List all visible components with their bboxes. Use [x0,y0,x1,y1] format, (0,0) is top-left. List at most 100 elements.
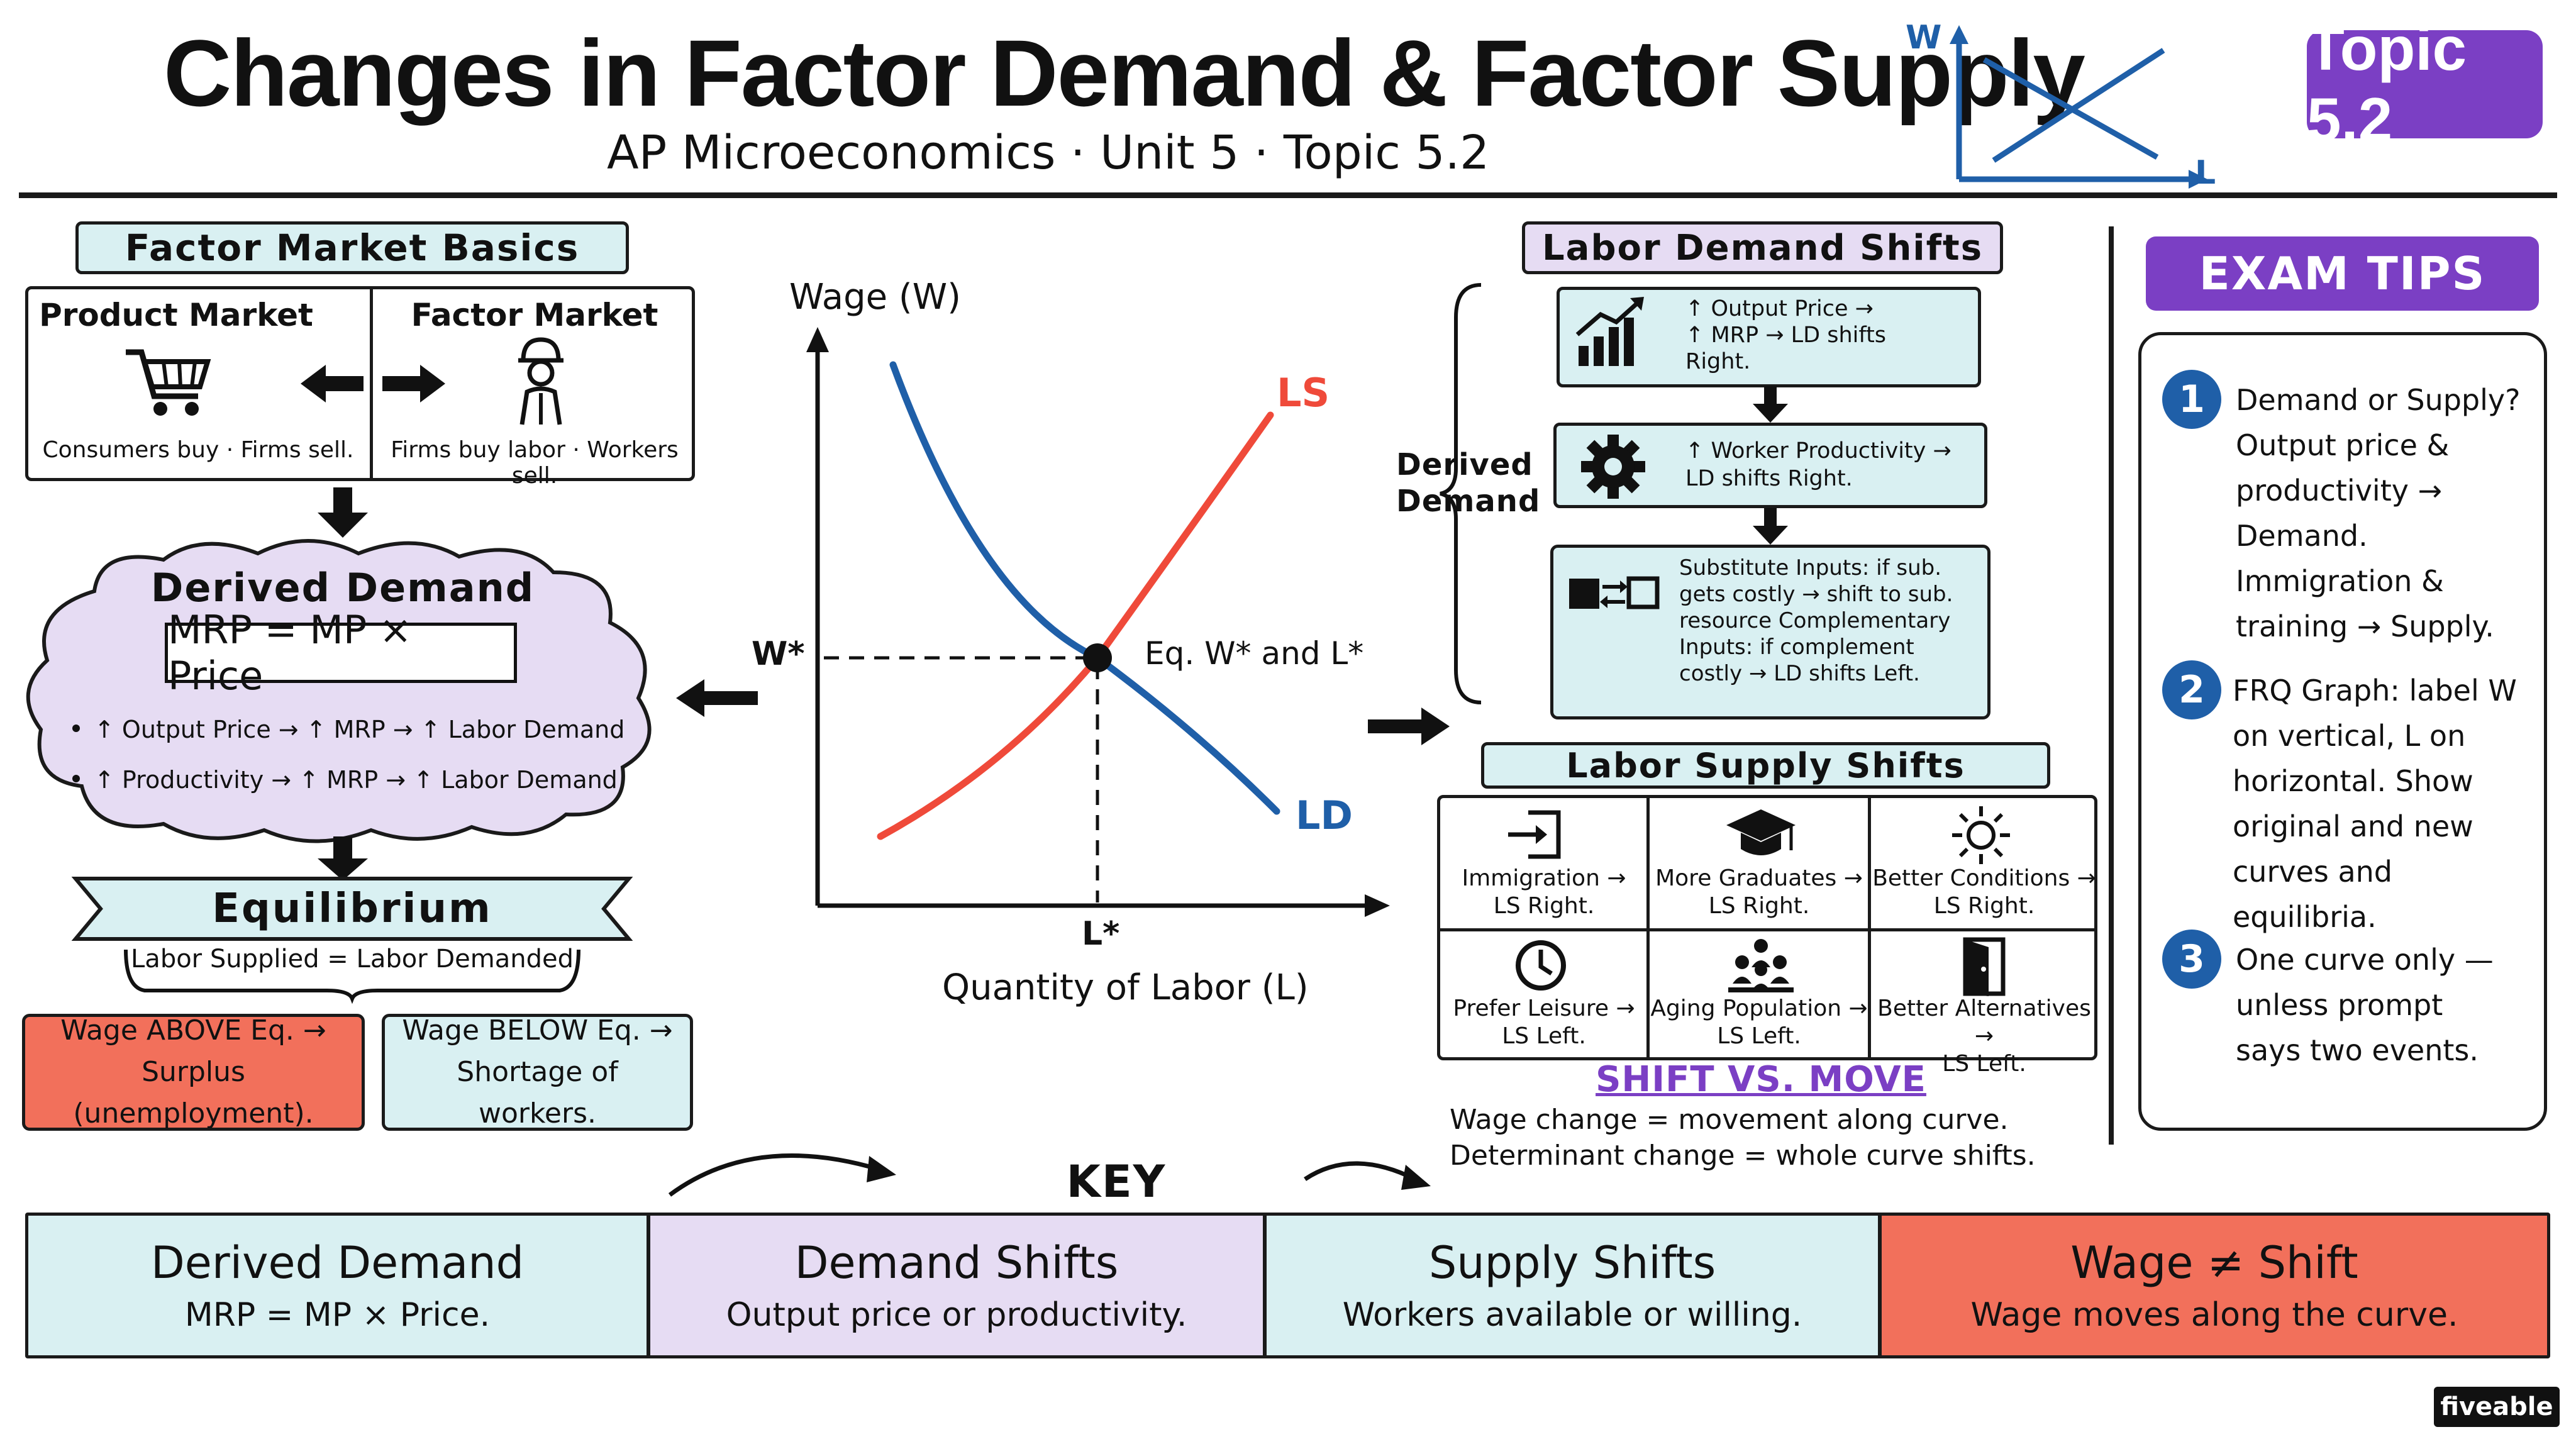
supply-cell-4-line2: LS Left. [1502,1023,1586,1049]
takeaway-card-3-text: Workers available or willing. [1342,1296,1802,1334]
equilibrium-point [1083,643,1112,672]
supply-cell-6-line1: Better Alternatives → [1877,996,2091,1049]
grid-line [1646,795,1650,1060]
demand-shifts-header: Labor Demand Shifts [1522,221,2003,274]
supply-cell-5-line2: LS Left. [1717,1023,1801,1049]
derived-demand-brace [1437,280,1487,708]
equilibrium-condition: Labor Supplied = Labor Demanded [131,945,574,974]
down-arrow-icon [314,487,371,538]
takeaway-card-4-title: Wage ≠ Shift [2070,1237,2358,1289]
w-star-label: W* [752,635,805,673]
supply-cell-2-line1: More Graduates → [1655,865,1863,891]
substitute-swap-icon [1566,569,1660,619]
bar-chart-up-icon [1572,296,1648,371]
door-icon [1956,935,2012,997]
demand-shift-card-3 [1550,545,1990,719]
graduation-cap-icon [1723,806,1799,863]
tip-text-1: Demand or Supply? Output price & product… [2236,383,2521,643]
l-star-label: L* [1082,915,1120,953]
supply-cell-4-text: Prefer Leisure → LS Left. [1440,995,1648,1050]
mini-graph-icon: W L [1899,13,2226,192]
basics-panel [25,286,695,481]
enter-icon [1503,806,1566,863]
derived-bullet-1: ↑ Output Price → ↑ MRP → ↑ Labor Demand [94,716,625,743]
tip-number-3: 3 [2162,930,2221,989]
page-subtitle: AP Microeconomics · Unit 5 · Topic 5.2 [607,126,1490,180]
takeaway-card-3-title: Supply Shifts [1428,1237,1716,1289]
left-arrow-icon [676,676,758,720]
y-axis-arrowhead [806,327,829,352]
header-divider [19,192,2557,198]
eq-label: Eq. W* and L* [1145,635,1364,672]
takeaways-curved-arrow-left [667,1132,906,1201]
labor-market-graph: Wage (W) Quantity of Labor (L) W* L* Eq.… [742,264,1396,1019]
takeaway-card-2-text: Output price or productivity. [726,1296,1187,1334]
derived-bullet-2: ↑ Productivity → ↑ MRP → ↑ Labor Demand [94,766,618,794]
shift-vs-move-line-1: Wage change = movement along curve. [1450,1104,2009,1136]
down-arrow-icon [1752,508,1789,546]
supply-cell-1-text: Immigration → LS Right. [1440,865,1648,920]
takeaway-card-4-text: Wage moves along the curve. [1970,1296,2458,1334]
fiveable-logo: fiveable [2434,1387,2560,1427]
gear-icon [1579,432,1648,501]
product-market-caption: Consumers buy · Firms sell. [42,437,354,463]
ld-label: LD [1296,792,1353,838]
tips-divider [2109,226,2114,1145]
mrp-formula-box: MRP = MP × Price [165,607,517,699]
wage-below-text: Wage BELOW Eq. → Shortage of workers. [402,1014,673,1130]
ls-label: LS [1277,370,1330,416]
takeaways-curved-arrow-right [1302,1145,1440,1201]
supply-cell-2-line2: LS Right. [1708,893,1810,919]
supply-cell-6-text: Better Alternatives → LS Left. [1871,995,2097,1078]
shift-vs-move-title: Shift vs. Move [1596,1059,1926,1100]
supply-shifts-grid [1437,795,2097,1060]
supply-cell-2-text: More Graduates → LS Right. [1649,865,1869,920]
right-arrow-icon [1368,704,1450,748]
product-market-title: Product Market [39,297,313,333]
demand-shift-text-2: ↑ Worker Productivity → LD shifts Right. [1685,438,1951,491]
takeaway-card-3: Supply Shifts Workers available or willi… [1267,1216,1878,1355]
exam-tips-panel [2138,332,2547,1131]
demand-shift-text-3: Substitute Inputs: if sub. gets costly →… [1679,555,1953,686]
sun-icon [1950,804,2012,867]
derived-demand-side-label: Derived Demand [1396,447,1541,519]
takeaway-card-1-text: MRP = MP × Price. [184,1296,491,1334]
mini-graph-x-label: L [2195,154,2216,192]
ld-curve [889,361,1280,815]
wage-above-text: Wage ABOVE Eq. → Surplus (unemployment). [60,1014,326,1130]
graph-x-label: Quantity of Labor (L) [942,967,1309,1008]
clock-icon [1513,937,1569,994]
wage-above-box: Wage ABOVE Eq. → Surplus (unemployment). [22,1014,365,1131]
takeaway-card-2: Demand Shifts Output price or productivi… [650,1216,1263,1355]
supply-cell-5-line1: Aging Population → [1650,996,1868,1021]
equilibrium-title: Equilibrium [212,886,492,932]
equilibrium-banner [71,875,633,942]
tip-number-1: 1 [2162,370,2221,429]
tip-text-3: One curve only — unless prompt says two … [2236,943,2494,1067]
takeaway-card-2-title: Demand Shifts [794,1237,1119,1289]
takeaway-divider [647,1213,650,1358]
basics-divider [370,286,373,481]
grid-line [1437,928,2097,931]
derived-demand-cloud [19,535,667,849]
page-title: Changes in Factor Demand & Factor Supply [164,20,2085,126]
supply-shifts-header: Labor Supply Shifts [1481,742,2050,789]
shift-vs-move-line-2: Determinant change = whole curve shifts. [1450,1140,2036,1172]
factor-market-title: Factor Market [411,297,658,333]
cart-icon [119,340,214,421]
supply-cell-1-line1: Immigration → [1462,865,1626,891]
basics-header: Factor Market Basics [75,221,629,274]
worker-icon [509,336,572,428]
takeaway-divider [1878,1213,1882,1358]
x-axis-arrowhead [1365,894,1390,917]
mini-graph-y-label: W [1906,19,1942,57]
factor-market-caption: Firms buy labor · Workers sell. [391,437,679,489]
two-way-arrow-icon [301,358,445,409]
bullet-dot [72,775,80,782]
wage-below-box: Wage BELOW Eq. → Shortage of workers. [382,1014,693,1131]
people-icon [1723,937,1799,994]
supply-cell-1-line2: LS Right. [1493,893,1595,919]
bullet-dot [72,724,80,732]
supply-cell-6-line2: LS Left. [1942,1051,2026,1077]
down-arrow-icon [1752,386,1789,424]
